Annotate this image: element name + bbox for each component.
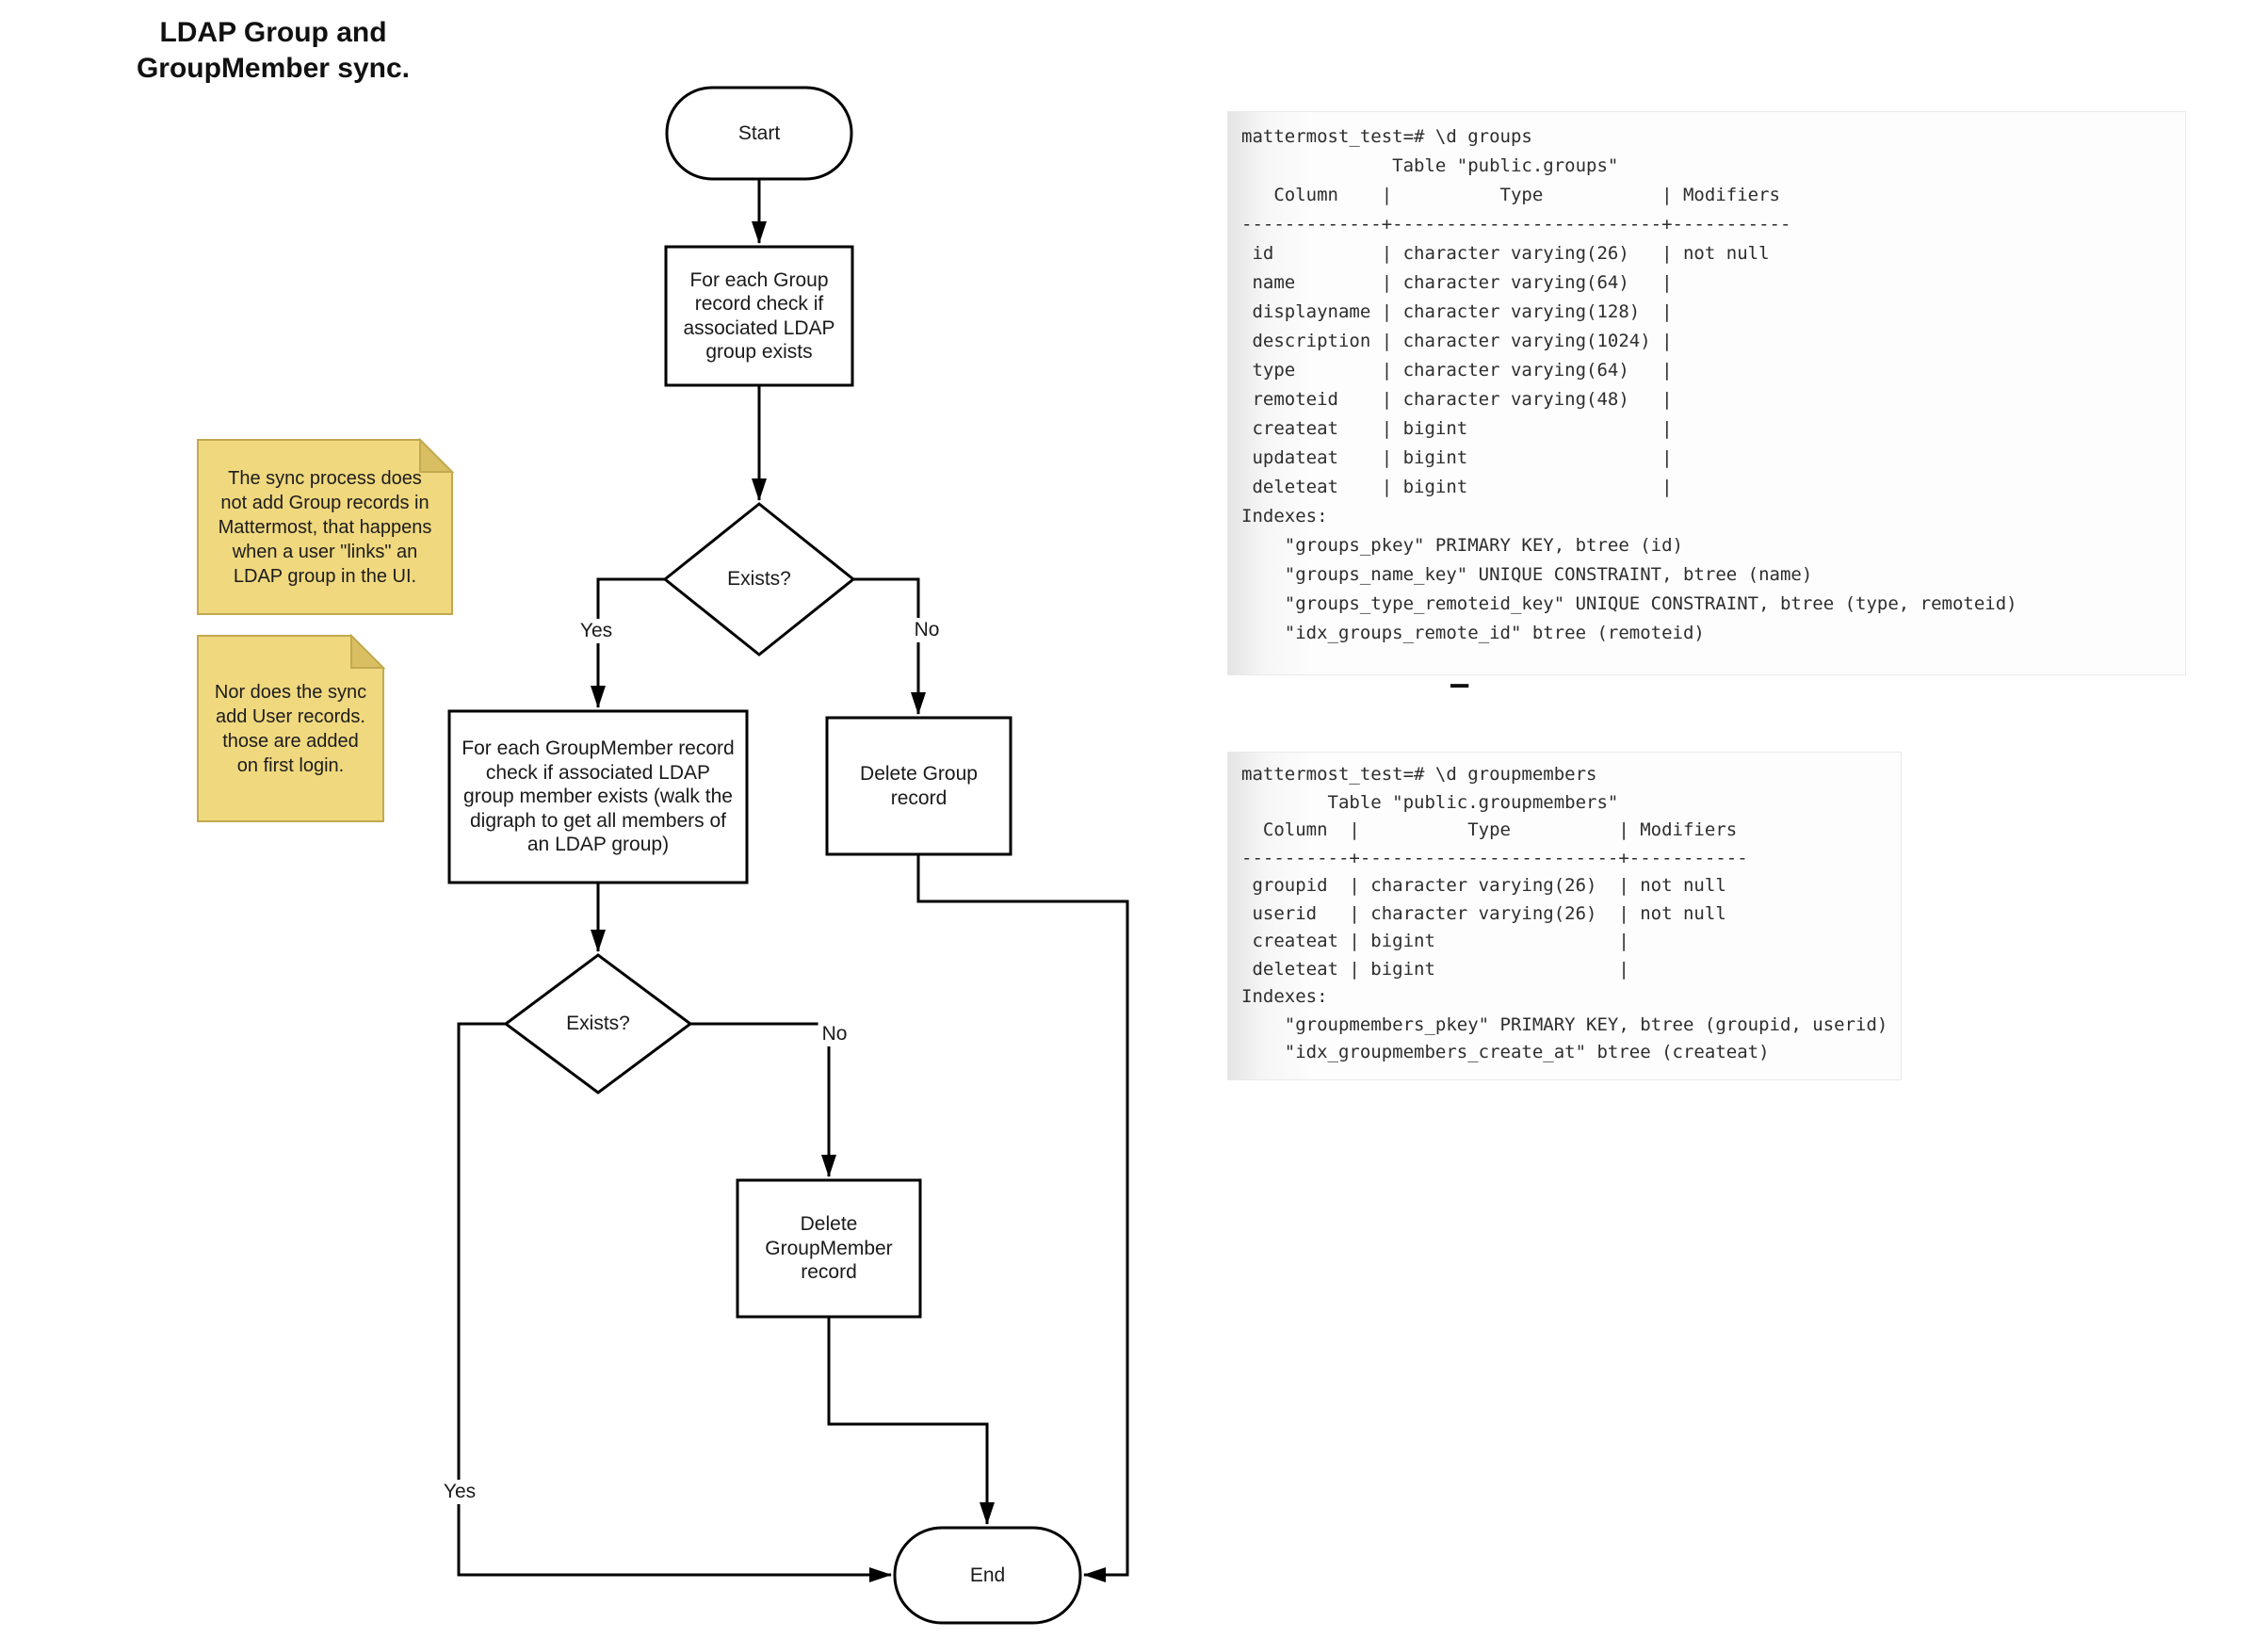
decision1-yes-label: Yes (575, 619, 617, 643)
group-check-shape (664, 245, 854, 387)
decision1-no-label: No (910, 618, 944, 642)
edge-deletegm-to-end (827, 1317, 995, 1525)
page-title: LDAP Group and GroupMember sync. (136, 17, 411, 84)
decision1-label: Exists? (727, 568, 791, 591)
group-check-label: For each Group record check if associate… (683, 268, 835, 364)
groupmember-check-shape (447, 709, 749, 884)
delete-group-label: Delete Group record (860, 763, 978, 809)
delete-groupmember-label: Delete GroupMember record (765, 1213, 893, 1284)
psql-groupmembers-table-output: mattermost_test=# \d groupmembers Table … (1227, 752, 1902, 1080)
note2-fold-corner (350, 633, 386, 669)
note1-fold-corner (419, 437, 455, 473)
groupmember-check-label: For each GroupMember record check if ass… (462, 737, 735, 856)
note-user-records: Nor does the sync add User records. thos… (214, 681, 367, 776)
note-group-records: The sync process does not add Group reco… (218, 467, 432, 587)
flow-nodes (447, 86, 1082, 1625)
psql-groups-table-output: mattermost_test=# \d groups Table "publi… (1227, 111, 2186, 675)
note1-shape (197, 439, 453, 615)
edge-decision2-yes-to-end (457, 1022, 892, 1582)
note2-shape (197, 635, 384, 822)
end-node-label: End (969, 1564, 1006, 1586)
decision2-yes-label: Yes (439, 1480, 480, 1504)
edge-deletegroup-to-end (916, 854, 1129, 1582)
start-node-shape (665, 86, 853, 181)
edge-decision1-yes (591, 577, 665, 708)
start-node-label: Start (737, 122, 781, 144)
decision2-label: Exists? (566, 1013, 630, 1035)
end-node-shape (893, 1526, 1082, 1625)
decision1-shape (662, 502, 856, 656)
edge-decision1-no (853, 577, 926, 715)
flow-edges (457, 179, 1129, 1582)
delete-group-shape (825, 716, 1012, 856)
delete-groupmember-shape (736, 1178, 922, 1319)
sticky-notes (197, 437, 455, 822)
cursor-dash: – (1450, 666, 1469, 702)
decision2-no-label: No (818, 1022, 851, 1046)
edge-decision2-no (690, 1022, 836, 1177)
decision2-shape (503, 953, 693, 1094)
